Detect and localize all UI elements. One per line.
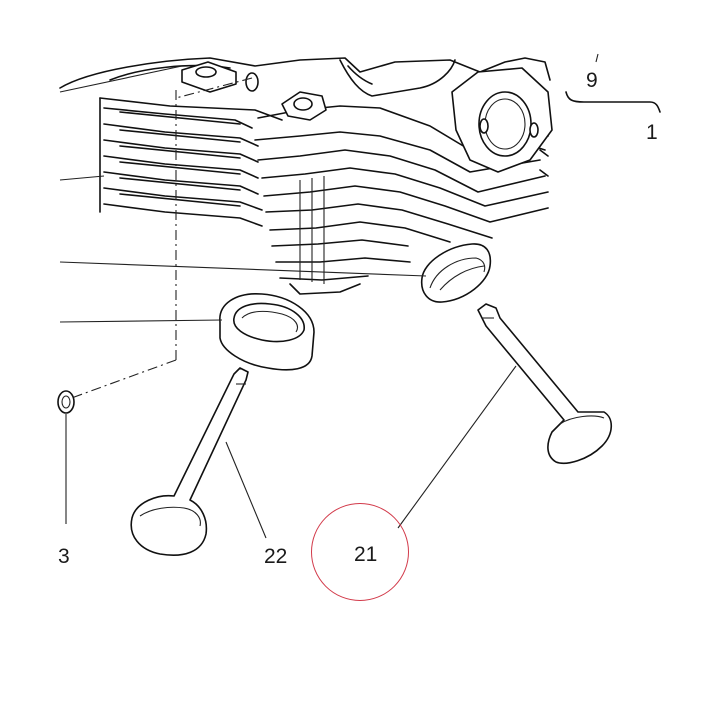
callout-3: 3: [58, 545, 70, 568]
cylinder-head: [59, 57, 553, 295]
valve-seat-right: [420, 243, 492, 303]
valve-seat-left: [219, 293, 315, 371]
valve-22: [130, 367, 249, 556]
callout-9: 9: [586, 69, 598, 92]
callout-21-highlight-ring[interactable]: [311, 503, 409, 601]
callout-22: 22: [264, 545, 288, 568]
valve-21: [477, 303, 613, 464]
small-washer: [57, 390, 75, 414]
leader-lines: [59, 53, 661, 539]
callout-1: 1: [646, 121, 658, 144]
centerlines: [65, 77, 253, 401]
